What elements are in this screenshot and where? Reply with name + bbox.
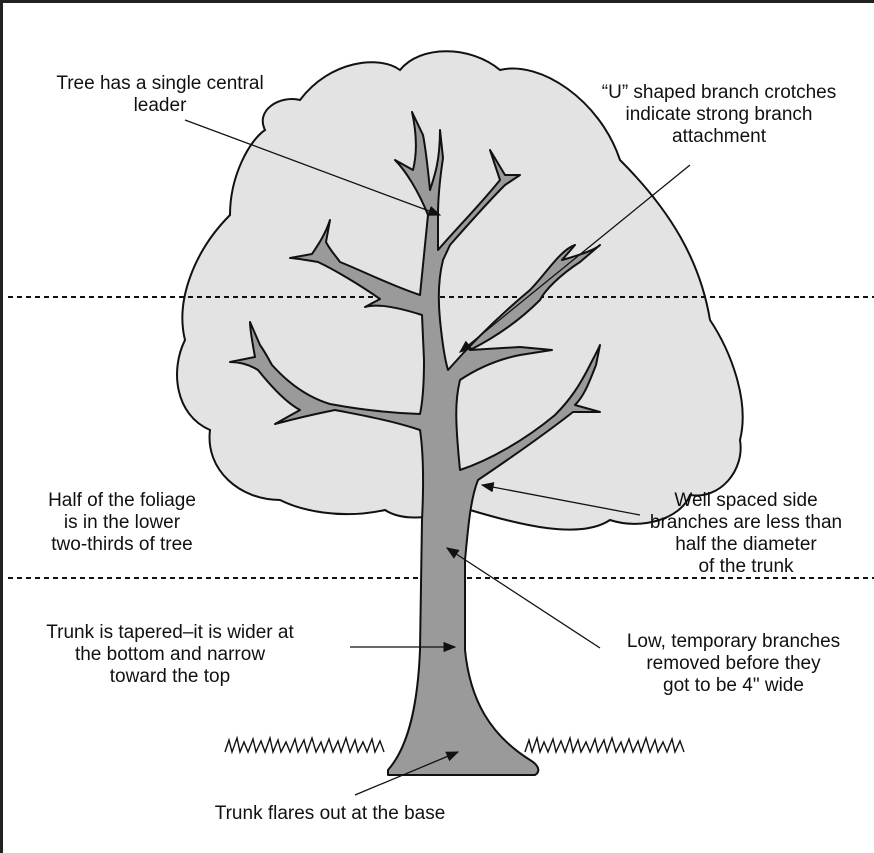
label-central-leader: Tree has a single central leader (56, 73, 264, 116)
tree-trunk (229, 111, 601, 776)
arrow-u-crotch (458, 164, 691, 353)
grass-left (224, 735, 385, 755)
arrow-side-branches (480, 482, 641, 516)
label-side-branches: Well spaced side branches are less than … (649, 490, 843, 577)
label-trunk-flare: Trunk flares out at the base (214, 803, 446, 824)
arrow-flare (354, 751, 460, 796)
label-foliage-half: Half of the foliage is in the lower two-… (48, 490, 196, 555)
arrow-temporary (445, 547, 601, 649)
label-temporary-branches: Low, temporary branches removed before t… (626, 631, 841, 696)
label-u-crotches: “U” shaped branch crotches indicate stro… (601, 82, 837, 147)
grass-right (524, 735, 685, 755)
label-trunk-tapered: Trunk is tapered–it is wider at the bott… (46, 622, 294, 687)
arrow-leader (184, 119, 442, 216)
